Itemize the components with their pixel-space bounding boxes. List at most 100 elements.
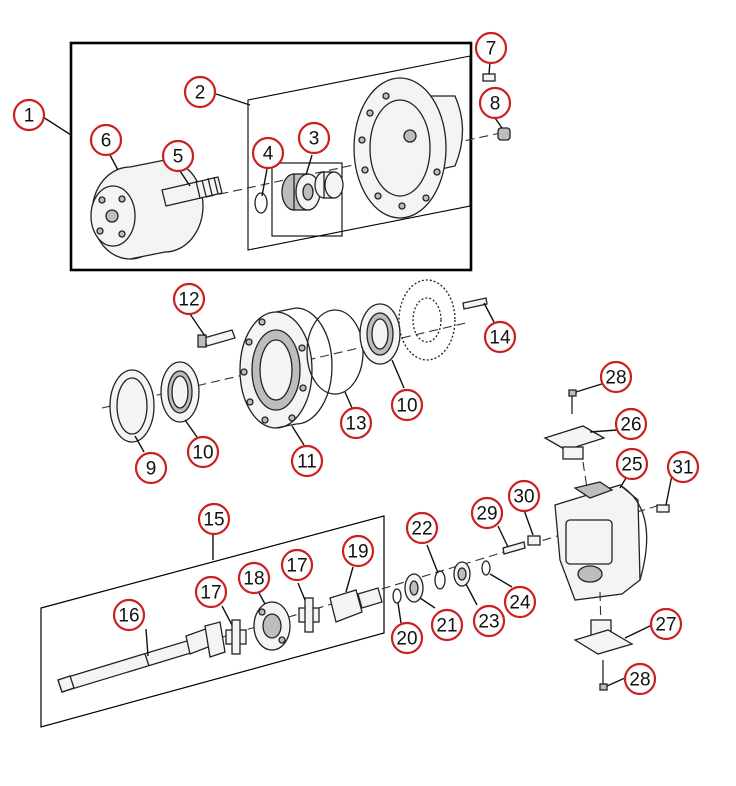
callout-ring: [507, 479, 541, 513]
callout-label: 8: [490, 94, 501, 115]
universal-joint-cross-right-part: [298, 597, 320, 633]
kingpin-bolt-part: [502, 541, 526, 555]
callout-25: 25: [615, 447, 649, 481]
callout-ring: [615, 447, 649, 481]
callout-ring: [89, 123, 123, 157]
knuckle-bolt-part: [656, 504, 670, 513]
callout-31: 31: [666, 450, 700, 484]
callout-2: 2: [183, 75, 217, 109]
callout-ring: [197, 502, 231, 536]
callout-8: 8: [478, 86, 512, 120]
callout-label: 17: [286, 556, 307, 577]
callout-label: 15: [203, 510, 224, 531]
callout-ring: [339, 406, 373, 440]
callout-21: 21: [430, 608, 464, 642]
callout-20: 20: [390, 621, 424, 655]
callout-9: 9: [134, 451, 168, 485]
callout-label: 10: [192, 443, 213, 464]
callout-label: 18: [243, 569, 264, 590]
double-cardan-center-part: [253, 601, 291, 651]
callout-label: 3: [309, 129, 320, 150]
callout-label: 31: [672, 458, 693, 479]
carrier-drum-part: [90, 159, 204, 260]
wheel-hub-part: [239, 307, 333, 429]
callout-22: 22: [405, 511, 439, 545]
splined-shaft-part: [161, 176, 223, 207]
callout-ring: [623, 662, 657, 696]
callout-label: 26: [620, 415, 641, 436]
planet-gear-subpanel: [271, 162, 343, 237]
callout-label: 22: [411, 519, 432, 540]
bushing-part: [527, 535, 541, 546]
callout-ring: [237, 561, 271, 595]
callout-18: 18: [237, 561, 271, 595]
spacer-ring-part: [392, 588, 402, 604]
callout-ring: [112, 598, 146, 632]
outer-yoke-part: [329, 587, 383, 623]
callout-ring: [649, 607, 683, 641]
callout-ring: [183, 75, 217, 109]
fill-plug-part: [482, 73, 496, 82]
callout-ring: [483, 320, 517, 354]
callout-ring: [134, 451, 168, 485]
wheel-bearing-inner-part: [160, 361, 200, 423]
callout-ring: [405, 511, 439, 545]
callout-label: 28: [605, 368, 626, 389]
callout-label: 7: [486, 39, 497, 60]
retaining-ring-part: [434, 570, 446, 590]
callout-ring: [290, 444, 324, 478]
callout-27: 27: [649, 607, 683, 641]
planet-gear-part: [281, 171, 344, 211]
callout-ring: [390, 388, 424, 422]
callout-label: 11: [297, 452, 317, 473]
callout-label: 13: [345, 414, 366, 435]
callout-ring: [341, 534, 375, 568]
callout-17a: 17: [194, 575, 228, 609]
callout-12: 12: [172, 282, 206, 316]
callout-7: 7: [474, 31, 508, 65]
cap-bolt-lower-part: [599, 660, 608, 691]
snap-ring-part: [254, 192, 268, 214]
wheel-bearing-outer-part: [359, 303, 401, 365]
callout-label: 4: [263, 144, 274, 165]
callout-23: 23: [472, 604, 506, 638]
callout-ring: [297, 121, 331, 155]
callout-ring: [194, 575, 228, 609]
callout-30: 30: [507, 479, 541, 513]
callout-26: 26: [614, 407, 648, 441]
callout-ring: [614, 407, 648, 441]
callout-label: 16: [118, 606, 139, 627]
planetary-housing-part: [353, 77, 464, 219]
lower-kingpin-cap-part: [573, 619, 634, 655]
callout-label: 5: [173, 147, 184, 168]
callout-ring: [172, 282, 206, 316]
callout-label: 21: [436, 616, 457, 637]
callout-label: 17: [200, 583, 221, 604]
callout-11: 11: [290, 444, 324, 478]
axle-shaft-part: [57, 639, 195, 693]
callout-label: 29: [476, 504, 497, 525]
callout-label: 20: [396, 629, 417, 650]
callout-3: 3: [297, 121, 331, 155]
planetary-housing-panel: [247, 55, 471, 251]
universal-joint-cross-left-part: [225, 619, 247, 655]
callout-ring: [478, 86, 512, 120]
callout-28a: 28: [599, 360, 633, 394]
drain-plug-part: [497, 127, 511, 141]
callout-label: 10: [396, 396, 417, 417]
callout-5: 5: [161, 139, 195, 173]
callout-14: 14: [483, 320, 517, 354]
hub-reduction-assembly-frame: [69, 41, 473, 272]
callout-28b: 28: [623, 662, 657, 696]
callout-ring: [470, 496, 504, 530]
callout-17b: 17: [280, 548, 314, 582]
callout-label: 30: [513, 487, 534, 508]
inner-yoke-part: [185, 621, 226, 658]
seal-ring-part: [481, 560, 491, 576]
axle-shaft-assembly-frame: [40, 515, 385, 728]
oil-seal-part: [109, 369, 155, 443]
cap-bolt-upper-part: [568, 389, 577, 414]
callout-10a: 10: [186, 435, 220, 469]
callout-19: 19: [341, 534, 375, 568]
callout-label: 12: [178, 290, 199, 311]
